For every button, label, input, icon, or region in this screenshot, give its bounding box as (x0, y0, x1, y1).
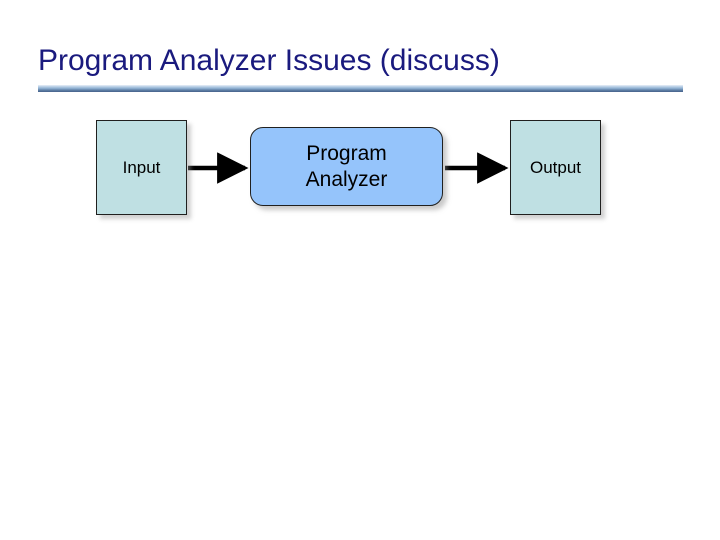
node-program-analyzer-label: Program Analyzer (305, 141, 388, 191)
node-program-analyzer[interactable]: Program Analyzer (250, 127, 443, 206)
node-output-label: Output (529, 158, 582, 177)
title-divider (38, 85, 683, 92)
node-input-label: Input (122, 158, 161, 177)
node-output[interactable]: Output (510, 120, 601, 215)
node-input[interactable]: Input (96, 120, 187, 215)
page-title: Program Analyzer Issues (discuss) (38, 44, 500, 77)
